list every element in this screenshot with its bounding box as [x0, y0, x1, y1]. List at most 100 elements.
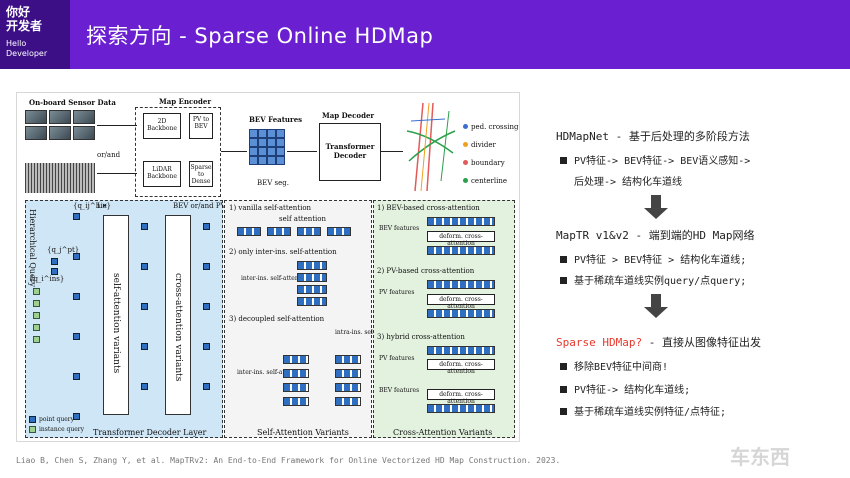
token-strip	[283, 355, 309, 364]
out-token	[203, 223, 210, 230]
sparse-heading: Sparse HDMap? - 直接从图像特征出发	[556, 334, 761, 350]
map-encoder-box	[135, 107, 221, 197]
sparse-bullet-1-text: 移除BEV特征中间商!	[574, 362, 669, 373]
instance-token	[33, 288, 40, 295]
maptr-bullet-1: PV特征 > BEV特征 > 结构化车道线;	[560, 251, 746, 266]
maptr-bullet-2: 基于稀疏车道线实例query/点query;	[560, 272, 746, 287]
bullet-icon	[560, 408, 567, 415]
token-strip	[335, 397, 361, 406]
hdmapnet-title: HDMapNet	[556, 130, 609, 143]
cross-attn-variants-label: cross-attention variants	[173, 273, 183, 382]
ca3-bev-features: BEV features	[379, 387, 420, 394]
instance-token	[33, 324, 40, 331]
bev-features-label: BEV Features	[249, 115, 303, 124]
point-token	[51, 258, 58, 265]
legend-boundary: boundary	[471, 159, 505, 167]
onboard-label: On-board Sensor Data	[29, 98, 116, 107]
transformer-decoder-box: Transformer Decoder	[319, 123, 381, 181]
token-strip	[427, 309, 495, 318]
maptr-bullet-1-text: PV特征 > BEV特征 > 结构化车道线;	[574, 255, 747, 266]
legend-point-query-icon	[29, 416, 36, 423]
token-strip	[327, 227, 351, 236]
ca3-pv-features: PV features	[379, 355, 415, 362]
sparse-bullet-3: 基于稀疏车道线实例特征/点特征;	[560, 403, 726, 418]
sparse-bullet-1: 移除BEV特征中间商!	[560, 358, 668, 373]
sparse-bullet-2: PV特征-> 结构化车道线;	[560, 381, 690, 396]
token-strip	[335, 355, 361, 364]
camera-image	[25, 110, 47, 124]
hier-token	[73, 413, 80, 420]
ca3-label: 3) hybrid cross-attention	[377, 333, 465, 341]
maptr-title: MapTR v1&v2	[556, 229, 629, 242]
token-strip	[297, 227, 321, 236]
legend-divider: divider	[471, 141, 496, 149]
mid-token	[141, 383, 148, 390]
point-token	[51, 268, 58, 275]
ca1-bev-features: BEV features	[379, 225, 420, 232]
deform-box: deform. cross-attention	[427, 294, 495, 310]
sa1-label: 1) vanilla self-attention	[229, 204, 312, 212]
sa2-sub-label: inter-ins. self-attention	[241, 275, 311, 282]
legend-dot-divider	[463, 142, 468, 147]
token-strip	[427, 346, 495, 355]
token-strip	[335, 369, 361, 378]
backbone-2d: 2D Backbone	[143, 113, 181, 139]
or-and-label: or/and	[97, 151, 121, 159]
ca2-pv-features: PV features	[379, 289, 415, 296]
map-decoder-label: Map Decoder	[322, 111, 375, 120]
cross-attn-bar	[165, 215, 191, 415]
camera-image	[73, 126, 95, 140]
ca1-label: 1) BEV-based cross-attention	[377, 204, 480, 212]
legend-instance-query-icon	[29, 426, 36, 433]
bev-or-pv-label: BEV or/and PV	[173, 202, 226, 210]
down-arrow-icon	[651, 294, 661, 308]
maptr-desc: - 端到端的HD Map网络	[628, 229, 755, 242]
decoder-layer-label: Transformer Decoder Layer	[93, 428, 207, 437]
token-strip	[427, 246, 495, 255]
token-strip	[237, 227, 261, 236]
mid-token	[141, 263, 148, 270]
hier-token	[73, 293, 80, 300]
maptr-bullet-2-text: 基于稀疏车道线实例query/点query;	[574, 276, 747, 287]
token-strip	[427, 404, 495, 413]
instance-token	[33, 300, 40, 307]
logo-line2: 开发者	[6, 19, 43, 33]
q-ins-label: {q_i^ins}	[29, 275, 65, 283]
sa3-label: 3) decoupled self-attention	[229, 315, 325, 323]
lidar-pointcloud	[25, 163, 95, 193]
self-attn-bar	[103, 215, 129, 415]
sparse-to-dense: Sparse to Dense	[189, 161, 213, 187]
watermark: 车东西	[730, 445, 790, 469]
flow-arrow	[97, 125, 137, 126]
down-arrow-head-icon	[644, 307, 668, 318]
q-pt-label: {q_j^pt}	[47, 246, 80, 254]
token-strip	[297, 297, 327, 306]
out-token	[203, 383, 210, 390]
hdmapnet-bullet: PV特征-> BEV特征-> BEV语义感知->	[560, 152, 750, 167]
citation: Liao B, Chen S, Zhang Y, et al. MapTRv2:…	[16, 456, 561, 465]
bullet-icon	[560, 363, 567, 370]
self-attn-variants-label: self-attention variants	[111, 273, 121, 374]
pv-to-bev: PV to BEV	[189, 113, 213, 139]
sa-variants-label: Self-Attention Variants	[257, 428, 349, 437]
brand-logo: 你好 开发者 Hello Developer	[0, 0, 70, 69]
legend-dot-centerline	[463, 178, 468, 183]
lidar-backbone: LiDAR Backbone	[143, 161, 181, 187]
sa2-label: 2) only inter-ins. self-attention	[229, 248, 337, 256]
logo-line4: Developer	[6, 49, 48, 58]
token-strip	[297, 273, 327, 282]
l-times-label: L×	[97, 202, 108, 210]
deform-box: deform. cross-attention	[427, 359, 495, 375]
header-bar: 你好 开发者 Hello Developer 探索方向 - Sparse Onl…	[0, 0, 850, 69]
token-strip	[427, 217, 495, 226]
token-strip	[267, 227, 291, 236]
out-token	[203, 303, 210, 310]
hier-token	[73, 253, 80, 260]
q-hie-label: {q_ij^hie}	[73, 202, 112, 210]
ca-variants-label: Cross-Attention Variants	[393, 428, 493, 437]
hier-token	[73, 213, 80, 220]
flow-arrow	[221, 151, 247, 152]
hdmapnet-desc: - 基于后处理的多阶段方法	[608, 130, 750, 143]
legend-dot-boundary	[463, 160, 468, 165]
sa1-sub-label: self attention	[279, 215, 327, 223]
